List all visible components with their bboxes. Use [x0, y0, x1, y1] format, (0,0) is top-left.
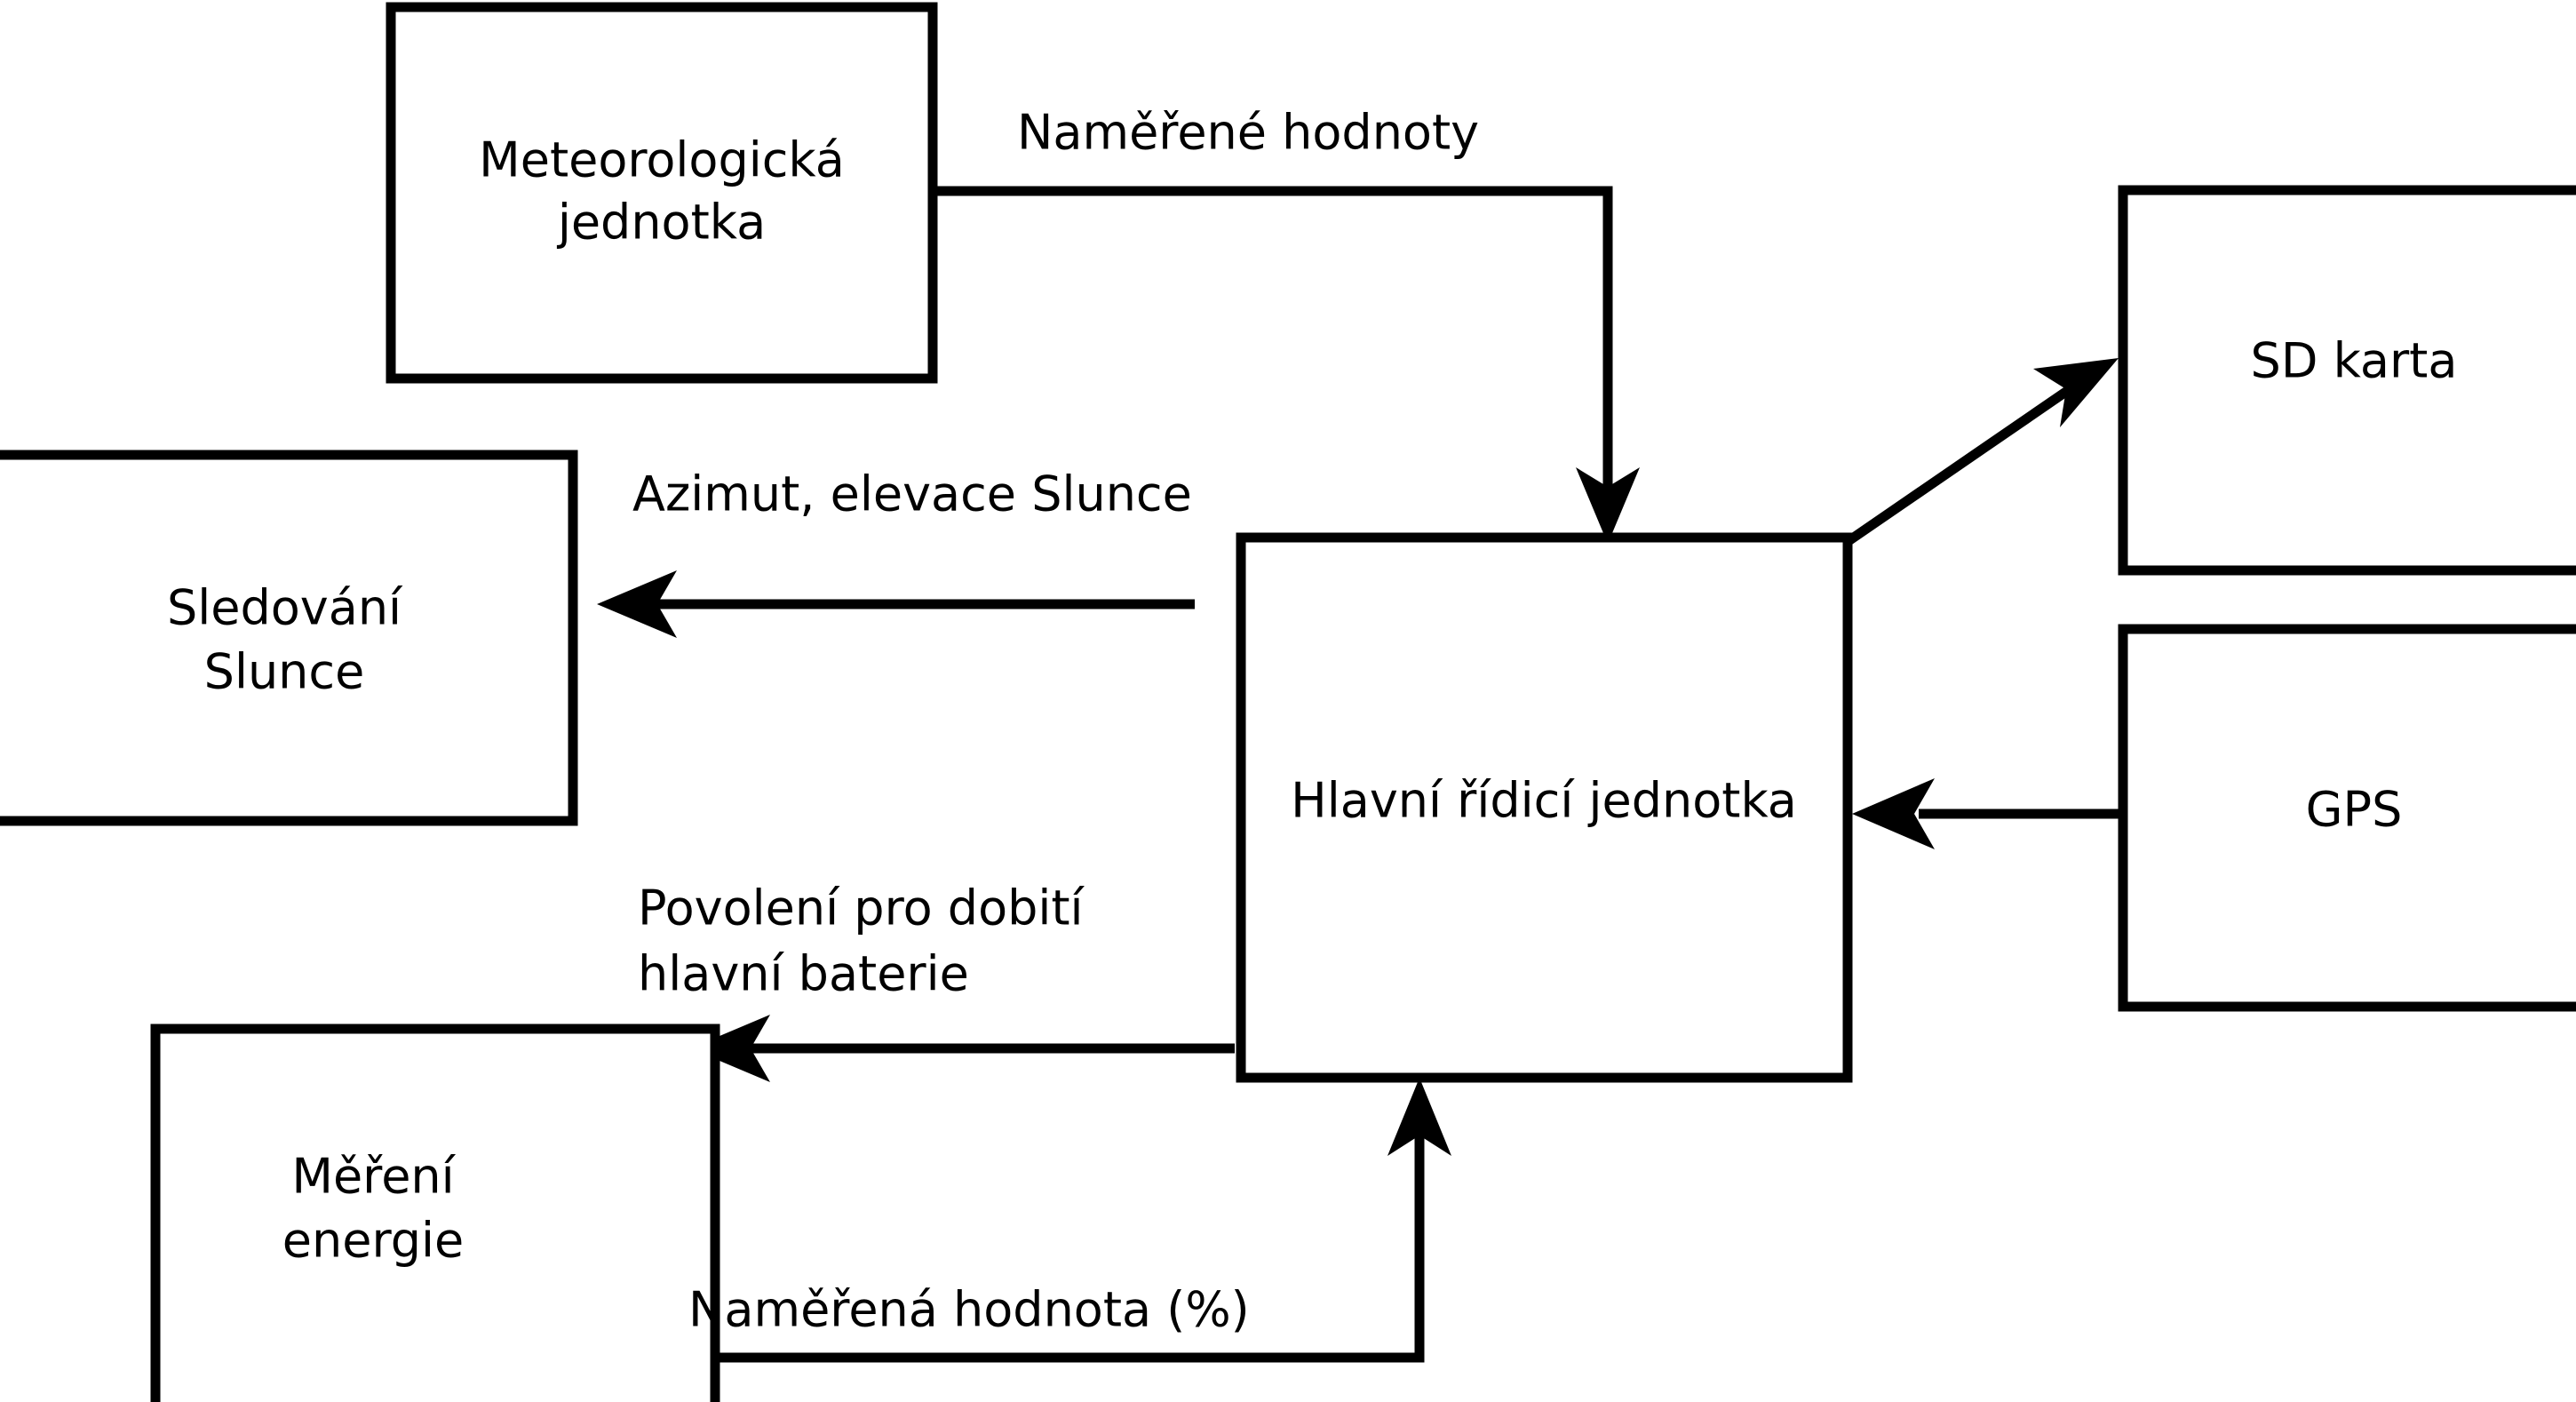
edge-label-namerena-hodnota-procenta: Naměřená hodnota (%): [688, 1282, 1250, 1338]
node-hlavni-ridici-jednotka[interactable]: Hlavní řídicí jednotka: [1236, 532, 1853, 1083]
edge-main-to-energy: [690, 1015, 1235, 1082]
node-meteorologicka-jednotka[interactable]: Meteorologická jednotka: [386, 2, 938, 384]
node-mereni-energie[interactable]: Měření energie: [150, 1024, 720, 1402]
node-energy-label-line1: Měření: [291, 1149, 456, 1205]
edge-energy-to-main: [631, 1078, 1451, 1363]
node-sledovani-slunce[interactable]: Sledování Slunce: [0, 450, 578, 826]
arrow-head-left-gps: [1852, 778, 1935, 849]
edge-label-azimut-elevace-slunce: Azimut, elevace Slunce: [632, 466, 1192, 522]
edge-gps-to-main: [1852, 778, 2119, 849]
node-meteo-box[interactable]: [386, 2, 938, 384]
node-energy-box[interactable]: [150, 1024, 720, 1402]
node-gps[interactable]: GPS: [2118, 624, 2576, 1012]
node-main-box[interactable]: [1236, 532, 1853, 1083]
node-main-label: Hlavní řídicí jednotka: [1291, 773, 1797, 829]
node-sun-label-line2: Slunce: [204, 644, 365, 700]
node-sun-box[interactable]: [0, 450, 578, 826]
node-energy-label-line2: energie: [282, 1213, 464, 1269]
arrow-head-left-sun: [597, 570, 677, 638]
node-sun-label-line1: Sledování: [167, 580, 403, 636]
arrow-head-up-main: [1387, 1078, 1451, 1156]
node-sd-karta[interactable]: SD karta: [2118, 185, 2576, 576]
edge-main-to-sun: [597, 570, 1195, 638]
edge-label-povoleni-dobiti-line2: hlavní baterie: [638, 946, 969, 1002]
node-gps-box[interactable]: [2118, 624, 2576, 1012]
arrow-head-left-energy: [690, 1015, 770, 1082]
node-sd-box[interactable]: [2118, 185, 2576, 576]
edge-main-to-sd-line: [1842, 385, 2073, 547]
edge-energy-to-main-line: [631, 1113, 1425, 1363]
node-meteo-label-line2: jednotka: [557, 195, 766, 251]
edge-meteo-to-main: [937, 186, 1640, 544]
edge-label-namerene-hodnoty: Naměřené hodnoty: [1017, 105, 1479, 161]
arrow-head-down: [1576, 467, 1640, 544]
node-meteo-label-line1: Meteorologická: [479, 132, 845, 188]
node-sd-label: SD karta: [2251, 333, 2458, 389]
node-gps-label: GPS: [2306, 782, 2403, 838]
arrow-head-diag-sd: [2033, 358, 2119, 427]
edge-meteo-to-main-line: [937, 186, 1613, 517]
edge-main-to-sd: [1842, 358, 2119, 547]
edge-label-povoleni-dobiti-line1: Povolení pro dobití: [638, 880, 1085, 936]
